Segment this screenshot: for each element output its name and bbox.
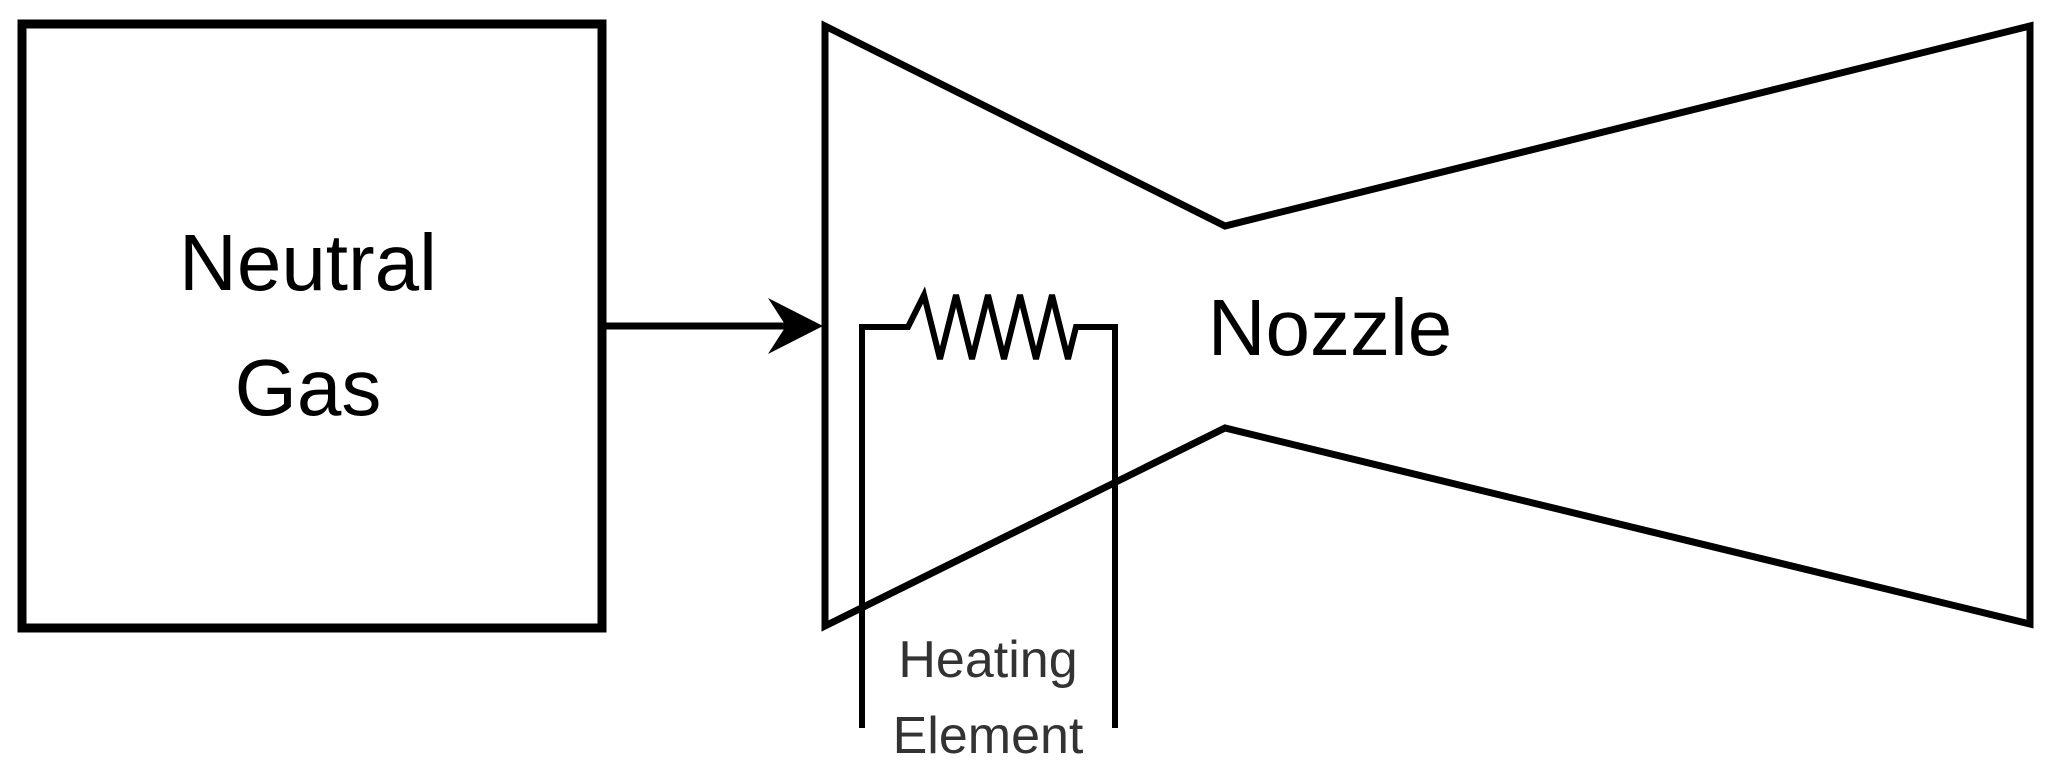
heating-element-label-line2: Element — [893, 707, 1084, 765]
nozzle-label: Nozzle — [1208, 283, 1453, 372]
heating-element-circuit — [859, 286, 1118, 728]
flow-arrow — [598, 298, 823, 354]
heating-element-label-line1: Heating — [898, 631, 1077, 689]
neutral-gas-box — [17, 19, 607, 633]
heating-element-block: Heating Element — [859, 286, 1118, 765]
flow-arrow-head — [768, 298, 823, 354]
neutral-gas-label-line2: Gas — [235, 343, 382, 432]
neutral-gas-block: Neutral Gas — [17, 19, 607, 633]
nozzle-outline — [821, 20, 2034, 632]
neutral-gas-label-line1: Neutral — [179, 218, 437, 307]
nozzle-block: Nozzle — [821, 20, 2034, 632]
